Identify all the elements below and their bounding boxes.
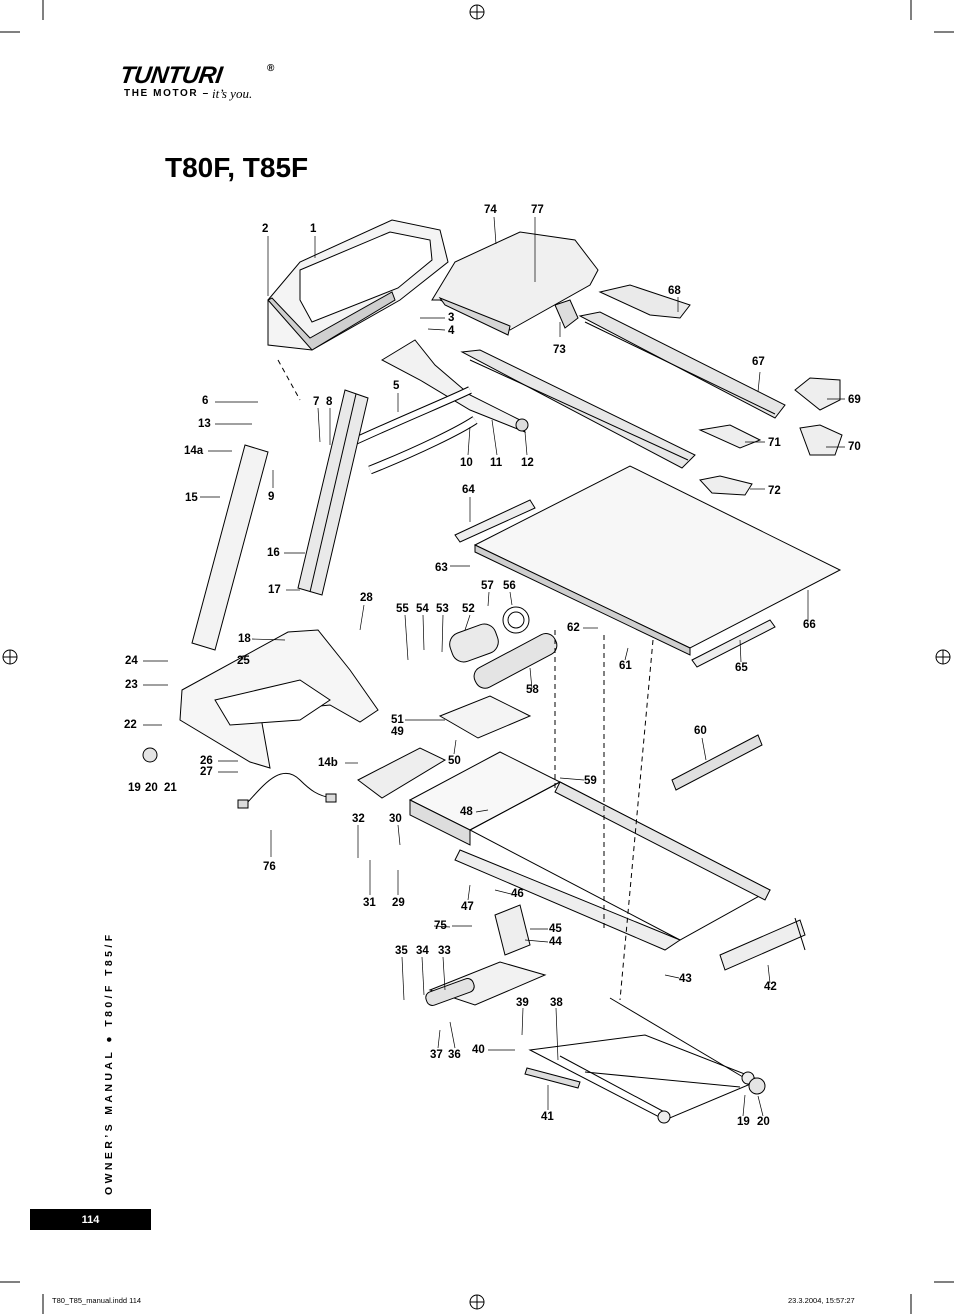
part-label: 62 — [567, 622, 580, 634]
tunturi-logo: TUNTURI — [118, 62, 224, 89]
registration-mark-icon — [2, 4, 951, 1310]
part-label: 34 — [416, 945, 429, 957]
part-label: 61 — [619, 660, 632, 672]
part-label: 42 — [764, 981, 777, 993]
part-label: 1 — [310, 223, 317, 235]
part-label: 52 — [462, 603, 475, 615]
part-label: 15 — [185, 492, 198, 504]
part-label: 32 — [352, 813, 365, 825]
part-label: 48 — [460, 806, 473, 818]
part-label: 71 — [768, 437, 781, 449]
part-label: 4 — [448, 325, 455, 337]
part-label: 50 — [448, 755, 461, 767]
part-label: 24 — [125, 655, 138, 667]
part-label: 21 — [164, 782, 177, 794]
logo-tagline: THE MOTOR – — [124, 88, 210, 99]
part-label: 49 — [391, 726, 404, 738]
part-label: 30 — [389, 813, 402, 825]
part-label: 54 — [416, 603, 429, 615]
part-label: 75 — [434, 920, 447, 932]
part-label: 7 — [313, 396, 320, 408]
part-label: 33 — [438, 945, 451, 957]
part-label: 40 — [472, 1044, 485, 1056]
part-label: 9 — [268, 491, 275, 503]
part-label: 13 — [198, 418, 211, 430]
part-label: 72 — [768, 485, 781, 497]
part-label: 46 — [511, 888, 524, 900]
part-label: 10 — [460, 457, 473, 469]
part-label: 17 — [268, 584, 281, 596]
part-label: 43 — [679, 973, 692, 985]
part-label: 39 — [516, 997, 529, 1009]
part-label: 11 — [490, 457, 503, 469]
footer-filename: T80_T85_manual.indd 114 — [52, 1296, 142, 1305]
part-label: 19 — [737, 1116, 750, 1128]
part-label: 64 — [462, 484, 475, 496]
part-label: 6 — [202, 395, 209, 407]
part-label: 55 — [396, 603, 409, 615]
part-label: 38 — [550, 997, 563, 1009]
part-label: 65 — [735, 662, 748, 674]
part-label: 12 — [521, 457, 534, 469]
part-label: 25 — [237, 655, 250, 667]
part-label: 37 — [430, 1049, 443, 1061]
part-label: 5 — [393, 380, 400, 392]
part-label: 28 — [360, 592, 373, 604]
part-label: 14b — [318, 757, 338, 769]
part-label: 20 — [145, 782, 158, 794]
part-label: 2 — [262, 223, 269, 235]
part-label: 73 — [553, 344, 566, 356]
part-label: 3 — [448, 312, 455, 324]
part-label: 23 — [125, 679, 138, 691]
part-label: 31 — [363, 897, 376, 909]
part-label: 57 — [481, 580, 494, 592]
part-label: 26 — [200, 755, 213, 767]
part-label: 35 — [395, 945, 408, 957]
part-label: 45 — [549, 923, 562, 935]
part-label: 59 — [584, 775, 597, 787]
running-deck — [473, 465, 842, 649]
part-label: 41 — [541, 1111, 554, 1123]
part-label: 44 — [549, 936, 562, 948]
part-label: 47 — [461, 901, 474, 913]
part-label: 53 — [436, 603, 449, 615]
part-label: 67 — [752, 356, 765, 368]
part-label: 77 — [531, 204, 544, 216]
part-label: 36 — [448, 1049, 461, 1061]
part-label: 70 — [848, 441, 861, 453]
page-number: 114 — [30, 1209, 151, 1230]
left-upright — [191, 444, 269, 651]
part-label: 18 — [238, 633, 251, 645]
part-label: 58 — [526, 684, 539, 696]
part-label: 22 — [124, 719, 137, 731]
page-title: T80F, T85F — [165, 152, 309, 183]
sidebar-manual-label: OWNER’S MANUAL ● T80/F T85/F — [103, 931, 115, 1195]
footer-timestamp: 23.3.2004, 15:57:27 — [788, 1296, 855, 1305]
part-label: 51 — [391, 714, 404, 726]
part-label: 74 — [484, 204, 497, 216]
part-label: 66 — [803, 619, 816, 631]
part-label: 8 — [326, 396, 333, 408]
part-label: 68 — [668, 285, 681, 297]
logo-tagline-italic: it’s you. — [212, 86, 253, 101]
part-label: 56 — [503, 580, 516, 592]
part-label: 19 — [128, 782, 141, 794]
part-label: 27 — [200, 766, 213, 778]
part-label: 14a — [184, 445, 204, 457]
part-label: 76 — [263, 861, 276, 873]
part-label: 60 — [694, 725, 707, 737]
part-label: 16 — [267, 547, 280, 559]
part-label: 29 — [392, 897, 405, 909]
part-label: 20 — [757, 1116, 770, 1128]
registered-mark: ® — [267, 63, 275, 74]
part-label: 69 — [848, 394, 861, 406]
part-label: 63 — [435, 562, 448, 574]
